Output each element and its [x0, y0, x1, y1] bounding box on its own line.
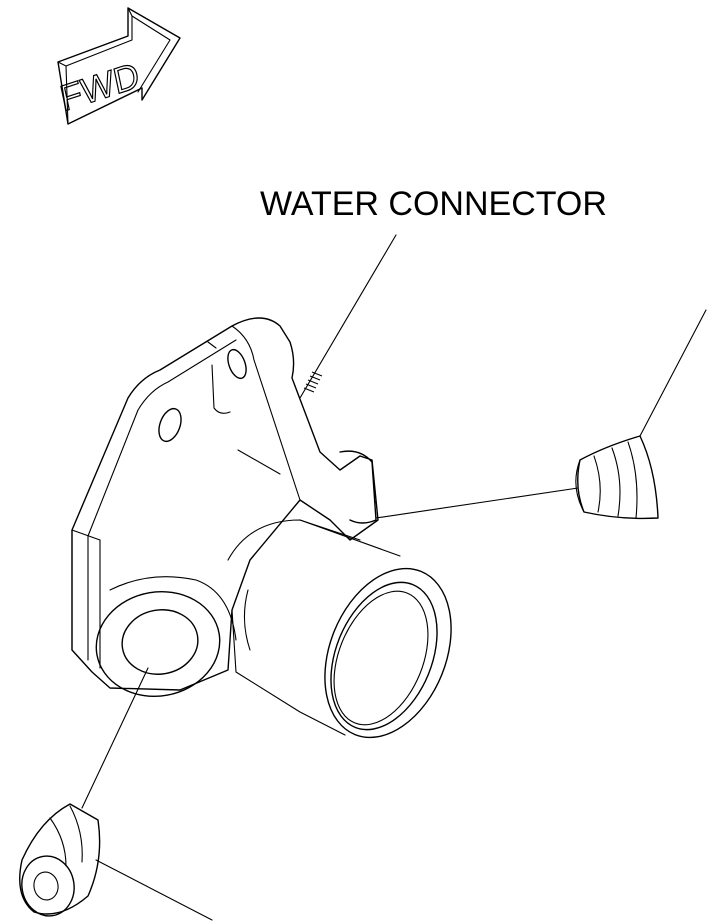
lower-cap-connector-line: [81, 667, 149, 809]
outlet-pipe-bore: [333, 590, 429, 726]
leader-hatch-mark: [303, 371, 323, 393]
right-cap-connector-line: [375, 487, 579, 519]
right-cap-body: [577, 435, 659, 520]
lower-cap-part: [19, 803, 101, 917]
lower-cap-face: [21, 855, 75, 917]
flange-rib: [207, 341, 281, 475]
water-connector-part: [71, 317, 452, 739]
upper-boss: [231, 325, 301, 501]
lower-cap-ribs: [49, 805, 83, 867]
right-cap-ribs: [593, 441, 638, 519]
water-connector-label: WATER CONNECTOR: [260, 185, 607, 223]
flange-outline: [71, 317, 379, 691]
fwd-arrow-side: [57, 7, 133, 125]
water-connector-leader-line: [299, 234, 397, 399]
front-pipe-bore: [121, 609, 199, 675]
lower-cap-hole: [33, 871, 59, 901]
outlet-pipe-side: [243, 519, 401, 651]
front-pipe-outer-rim: [95, 590, 221, 698]
lower-cap-body: [19, 803, 101, 915]
flange-side: [71, 529, 89, 661]
fwd-arrow-text: FWD: [56, 54, 142, 120]
right-cap-rim: [575, 459, 585, 513]
upper-bolt-hole: [227, 348, 247, 380]
fwd-arrow-outline: [57, 7, 181, 125]
fwd-direction-arrow: FWD: [56, 7, 181, 125]
front-pipe-side: [109, 576, 237, 641]
right-cap-part: [575, 435, 659, 520]
right-cap-leader-line: [639, 309, 707, 437]
lower-cap-leader-line: [95, 859, 213, 921]
body-contour: [227, 519, 361, 736]
outlet-pipe-outer-rim: [324, 567, 452, 739]
flange-inner-edge: [71, 339, 237, 669]
side-bolt-hole: [158, 407, 182, 443]
rear-nipple: [339, 450, 377, 524]
outlet-pipe-inner-rim: [330, 581, 438, 731]
